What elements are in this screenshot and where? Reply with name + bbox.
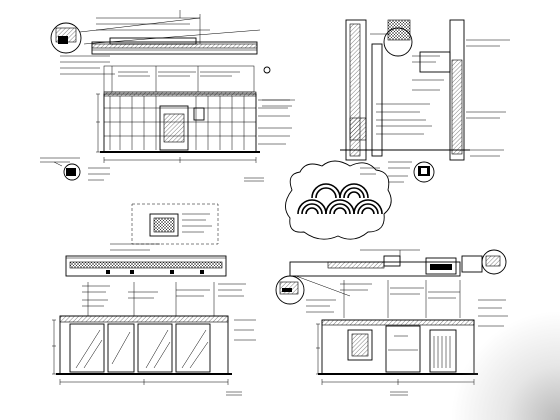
elevation-view-2 xyxy=(52,203,256,396)
section-detail-view-1 xyxy=(340,19,510,183)
detail-callout-icon xyxy=(50,22,82,54)
section-marker-icon xyxy=(40,157,110,181)
scallop-logo-icon xyxy=(285,160,392,240)
elevation-view-3 xyxy=(275,249,508,396)
elevation-view-1 xyxy=(40,10,295,182)
